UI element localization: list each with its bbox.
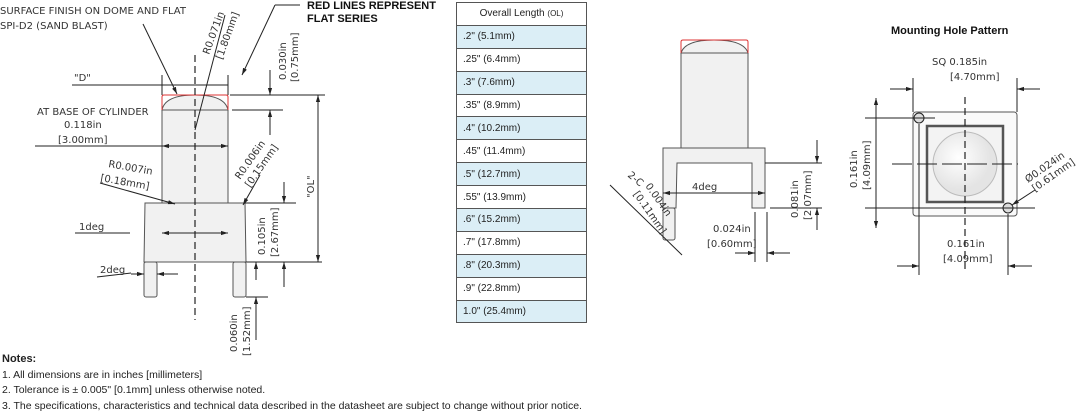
sq-mm: [4.70mm]: [950, 72, 1000, 83]
diameter-mm: [3.00mm]: [58, 135, 108, 146]
table-row: .25" (6.4mm): [456, 47, 587, 72]
table-row: .55" (13.9mm): [456, 185, 587, 210]
note-item: 1. All dimensions are in inches [millime…: [2, 368, 203, 381]
table-row: .4" (10.2mm): [456, 116, 587, 141]
diameter-in: 0.118in: [64, 120, 102, 131]
overall-length-table: Overall Length (OL) .2" (5.1mm) .25" (6.…: [456, 2, 587, 324]
pin-right: [232, 261, 247, 298]
draft-4deg: 4deg: [692, 182, 717, 193]
side-height-mm: [2.07mm]: [803, 170, 814, 220]
table-row: .35" (8.9mm): [456, 93, 587, 118]
horiz-in: 0.161in: [947, 239, 985, 250]
dome-height-mm: [0.75mm]: [290, 32, 301, 82]
side-flat-outline: [680, 39, 749, 53]
base-note: AT BASE OF CYLINDER: [37, 107, 149, 118]
note-item: 3. The specifications, characteristics a…: [2, 400, 582, 413]
side-cylinder: [680, 52, 749, 149]
side-dome: [680, 39, 749, 54]
dome-height-in: 0.030in: [278, 42, 289, 80]
base-height-in: 0.105in: [257, 217, 268, 255]
pin-width-mm: [0.60mm]: [707, 239, 757, 250]
table-row: 1.0" (25.4mm): [456, 299, 587, 324]
table-row: .8" (20.3mm): [456, 253, 587, 278]
note-item: 2. Tolerance is ± 0.005" [0.1mm] unless …: [2, 384, 266, 397]
notes: Notes: 1. All dimensions are in inches […: [2, 352, 582, 415]
base-height-mm: [2.67mm]: [270, 207, 281, 257]
mounting-hole-pattern: Mounting Hole Pattern SQ 0.185in [4.70mm…: [849, 25, 1077, 275]
table-row: .7" (17.8mm): [456, 230, 587, 255]
front-view: SURFACE FINISH ON DOME AND FLAT SPI-D2 (…: [0, 0, 436, 356]
table-row: .3" (7.6mm): [456, 70, 587, 95]
table-header: Overall Length (OL): [456, 2, 587, 26]
side-base: [662, 147, 766, 209]
table-row: .9" (22.8mm): [456, 276, 587, 301]
sq-in: SQ 0.185in: [932, 57, 987, 68]
surface-note-2: SPI-D2 (SAND BLAST): [0, 21, 108, 32]
horiz-mm: [4.09mm]: [943, 254, 993, 265]
red-lines-note-2: FLAT SERIES: [307, 13, 378, 25]
draft-2deg: 2deg: [100, 265, 125, 276]
table-row: .2" (5.1mm): [456, 24, 587, 49]
chamfer-label: 2-C: [625, 170, 645, 189]
red-lines-note-1: RED LINES REPRESENT: [307, 0, 436, 12]
mounting-title: Mounting Hole Pattern: [891, 25, 1009, 37]
side-pin: [662, 207, 676, 241]
notes-title: Notes:: [2, 353, 37, 365]
vert-in: 0.161in: [849, 150, 860, 188]
pin-length-mm: [1.52mm]: [242, 306, 253, 356]
table-row: .45" (11.4mm): [456, 139, 587, 164]
surface-note-1: SURFACE FINISH ON DOME AND FLAT: [0, 6, 187, 17]
table-row: .6" (15.2mm): [456, 208, 587, 232]
pin-width-in: 0.024in: [713, 224, 751, 235]
side-height-in: 0.081in: [790, 180, 801, 218]
side-view: 2-C 0.004in [0.11mm] 4deg 0.081in [2.07m…: [609, 39, 822, 262]
pin-left: [143, 261, 158, 298]
vert-mm: [4.09mm]: [862, 140, 873, 190]
ol-label: "OL": [306, 175, 317, 198]
pin-length-in: 0.060in: [229, 314, 240, 352]
draft-1deg: 1deg: [79, 222, 104, 233]
d-label: "D": [74, 73, 91, 84]
table-row: .5" (12.7mm): [456, 162, 587, 187]
